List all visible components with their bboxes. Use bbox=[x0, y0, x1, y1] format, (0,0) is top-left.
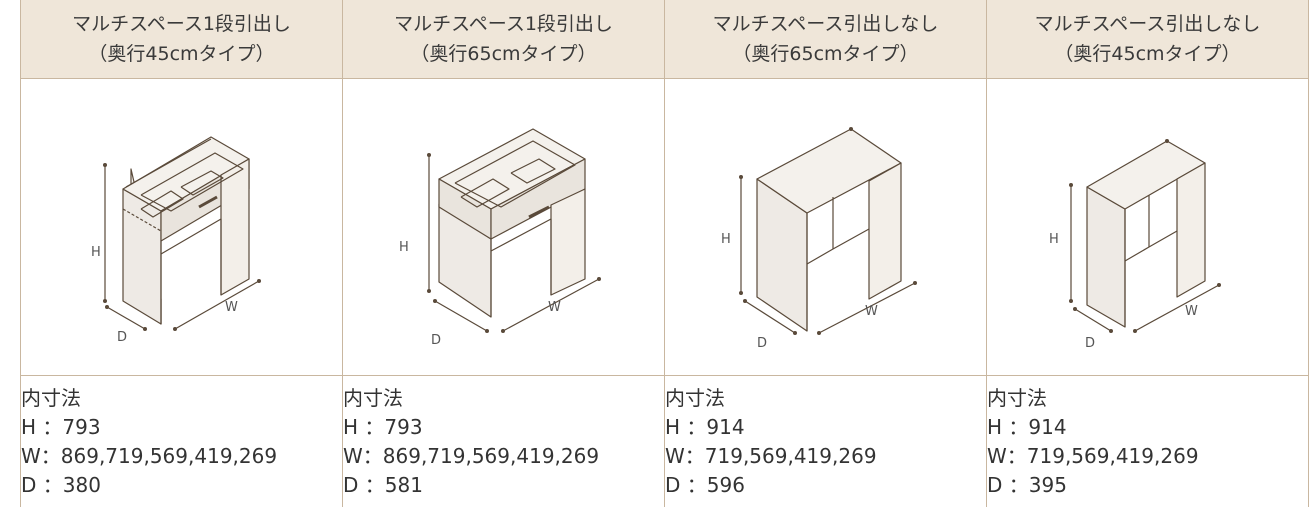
title-line-1: マルチスペース1段引出し bbox=[394, 13, 613, 35]
cabinet-with-drawer-icon: H D W bbox=[399, 128, 601, 348]
dim-label-d: D bbox=[1085, 336, 1095, 351]
width-value: W：869,719,569,419,269 bbox=[21, 444, 278, 468]
dim-label-d: D bbox=[117, 330, 127, 345]
illustration-cell: H D W bbox=[20, 78, 343, 376]
dim-label-w: W bbox=[1185, 304, 1198, 319]
illustration-cell: H D W bbox=[342, 78, 665, 376]
illustration-cell: H D W bbox=[664, 78, 987, 376]
height-value: H ：914 bbox=[987, 415, 1067, 439]
depth-value: D ：380 bbox=[21, 473, 101, 497]
height-value: H ：793 bbox=[343, 415, 423, 439]
illustration-cell: H D W bbox=[986, 78, 1309, 376]
dimensions-cell: 内寸法 H ：793 W：869,719,569,419,269 D ：581 bbox=[342, 375, 665, 507]
dimensions-cell: 内寸法 H ：914 W：719,569,419,269 D ：395 bbox=[986, 375, 1309, 507]
dim-label-h: H bbox=[721, 232, 731, 247]
width-value: W：719,569,419,269 bbox=[987, 444, 1199, 468]
dim-label-d: D bbox=[431, 333, 441, 348]
dimensions-cell: 内寸法 H ：793 W：869,719,569,419,269 D ：380 bbox=[20, 375, 343, 507]
title-line-1: マルチスペース引出しなし bbox=[712, 13, 939, 35]
depth-value: D ：596 bbox=[665, 473, 745, 497]
spec-heading: 内寸法 bbox=[21, 386, 81, 410]
column-header: マルチスペース引出しなし （奥行45cmタイプ） bbox=[986, 0, 1309, 79]
open-cabinet-icon: H D W bbox=[721, 127, 917, 351]
depth-value: D ：395 bbox=[987, 473, 1067, 497]
title-line-1: マルチスペース引出しなし bbox=[1034, 13, 1261, 35]
open-cabinet-icon: H D W bbox=[1049, 139, 1221, 351]
dim-label-h: H bbox=[1049, 232, 1059, 247]
spec-heading: 内寸法 bbox=[987, 386, 1047, 410]
dimensions-row: 内寸法 H ：793 W：869,719,569,419,269 D ：380 … bbox=[20, 375, 1309, 507]
dim-label-h: H bbox=[91, 245, 101, 260]
title-line-2: （奥行45cmタイプ） bbox=[1054, 43, 1241, 65]
dim-label-h: H bbox=[399, 240, 409, 255]
column-header: マルチスペース1段引出し （奥行45cmタイプ） bbox=[20, 0, 343, 79]
dim-label-w: W bbox=[225, 300, 238, 315]
dim-label-w: W bbox=[548, 300, 561, 315]
dim-label-w: W bbox=[865, 304, 878, 319]
dim-label-d: D bbox=[757, 336, 767, 351]
spec-heading: 内寸法 bbox=[343, 386, 403, 410]
column-header: マルチスペース1段引出し （奥行65cmタイプ） bbox=[342, 0, 665, 79]
column-header: マルチスペース引出しなし （奥行65cmタイプ） bbox=[664, 0, 987, 79]
cabinet-with-drawer-icon: H D W bbox=[91, 136, 261, 345]
title-line-2: （奥行65cmタイプ） bbox=[732, 43, 919, 65]
height-value: H ：793 bbox=[21, 415, 101, 439]
title-line-1: マルチスペース1段引出し bbox=[72, 13, 291, 35]
dimensions-cell: 内寸法 H ：914 W：719,569,419,269 D ：596 bbox=[664, 375, 987, 507]
depth-value: D ：581 bbox=[343, 473, 423, 497]
spec-table: マルチスペース1段引出し （奥行45cmタイプ） マルチスペース1段引出し （奥行6… bbox=[20, 0, 1309, 507]
width-value: W：869,719,569,419,269 bbox=[343, 444, 600, 468]
height-value: H ：914 bbox=[665, 415, 745, 439]
width-value: W：719,569,419,269 bbox=[665, 444, 877, 468]
header-row: マルチスペース1段引出し （奥行45cmタイプ） マルチスペース1段引出し （奥行6… bbox=[20, 0, 1309, 79]
title-line-2: （奥行45cmタイプ） bbox=[88, 43, 275, 65]
spec-heading: 内寸法 bbox=[665, 386, 725, 410]
illustration-row: H D W bbox=[20, 78, 1309, 376]
title-line-2: （奥行65cmタイプ） bbox=[410, 43, 597, 65]
